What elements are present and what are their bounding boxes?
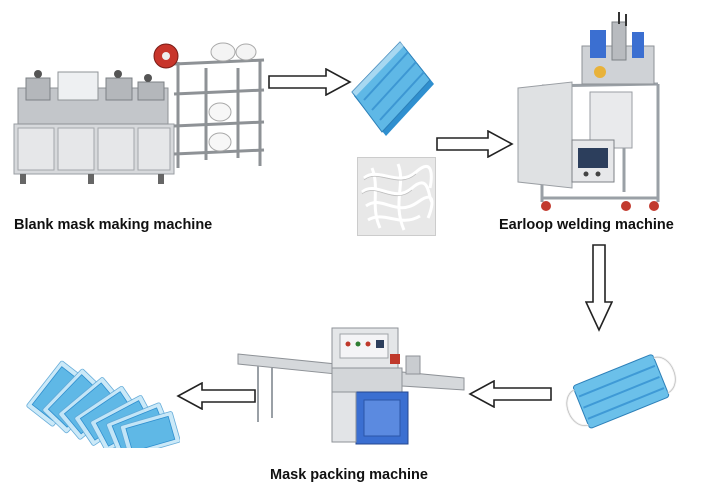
arrow-right-icon [268, 68, 352, 96]
blank-machine-label: Blank mask making machine [14, 217, 213, 233]
blank-mask-machine-image [8, 38, 270, 193]
arrow-left-icon [176, 382, 256, 410]
arrow-right-icon [436, 130, 514, 158]
packed-masks-image [8, 336, 180, 448]
earloop-machine-label: Earloop welding machine [499, 217, 674, 233]
arrow-down-icon [585, 244, 613, 332]
arrow-left-icon [468, 380, 552, 408]
earloop-welding-machine-image [516, 12, 666, 217]
mask-stack-image [350, 40, 438, 136]
surgical-mask-image [558, 342, 686, 440]
earloop-elastic-image [357, 157, 436, 236]
mask-packing-machine-image [236, 322, 468, 450]
packing-machine-label: Mask packing machine [270, 467, 428, 483]
